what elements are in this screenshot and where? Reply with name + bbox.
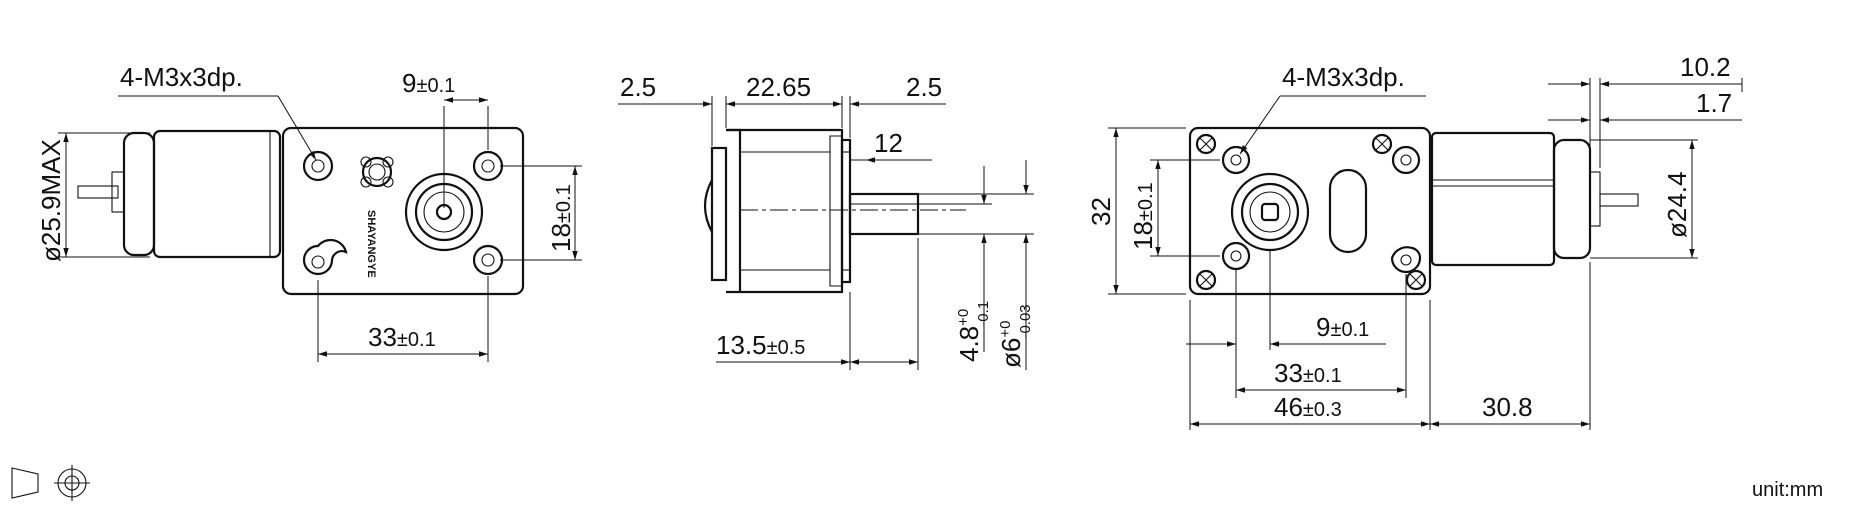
back-screws [1195,133,1427,291]
back-view: 4-M3x3dp. 10.2 1.7 ø24.4 32 18±0.1 [1086,52,1743,430]
unit-label: unit:mm [1752,479,1823,501]
dim-side-left: 2.5 [620,72,656,102]
dim-front-18: 18±0.1 [546,184,576,252]
back-mount-holes [1221,145,1422,274]
dim-side-shaft-dia: ø6+0-0.03 [996,304,1034,368]
back-motor-body [1430,131,1556,267]
dim-side-shaft-len: 12 [874,128,903,158]
side-front-plate [710,146,728,282]
back-motor-shaft [1599,193,1639,207]
dim-front-motor-dia: ø25.9MAX [36,139,66,262]
side-gearbox-body [726,128,844,294]
back-end-cap [1589,171,1601,227]
dim-front-33: 33±0.1 [368,322,436,352]
brand-logo [360,156,394,188]
back-output-shaft [1230,172,1310,252]
front-gearbox-plate [281,126,525,296]
front-motor-cap [122,131,156,257]
back-thread-callout: 4-M3x3dp. [1282,62,1405,92]
dim-side-bottom: 13.5±0.5 [716,330,805,360]
back-slot [1328,168,1368,254]
side-bump [703,179,713,233]
dim-back-9: 9±0.1 [1316,312,1369,342]
front-view: SHAYANGYE 4-M3x3dp. 9±0.1 18±0.1 33±0.1 … [36,62,582,362]
side-view: 2.5 22.65 2.5 12 13.5±0.5 4.8+0-0.1 ø6+0… [618,72,1034,370]
dim-back-46: 46±0.3 [1274,392,1342,422]
front-mount-holes [302,150,504,276]
front-thread-callout: 4-M3x3dp. [120,62,243,92]
back-motor-cap [1552,138,1592,260]
front-motor-shaft [77,185,119,199]
dim-side-right: 2.5 [906,72,942,102]
front-motor-body [152,129,282,259]
dim-back-motor-dia: ø24.4 [1662,172,1692,239]
brand-text: SHAYANGYE [365,210,377,278]
dim-back-height-inner: 18±0.1 [1128,182,1158,250]
side-output-shaft [848,192,920,236]
dim-back-motor-len: 30.8 [1482,392,1533,422]
back-gearbox-plate [1188,126,1432,296]
dim-side-body: 22.65 [746,72,811,102]
dim-side-shaft-flat: 4.8+0-0.1 [954,301,992,362]
dim-back-height: 32 [1086,197,1116,226]
projection-symbol-icon [11,465,90,501]
dim-back-33: 33±0.1 [1274,358,1342,388]
dim-front-9: 9±0.1 [402,68,455,98]
dim-back-top1: 10.2 [1680,52,1731,82]
dim-back-top2: 1.7 [1696,88,1732,118]
side-rear-plate [840,138,852,284]
